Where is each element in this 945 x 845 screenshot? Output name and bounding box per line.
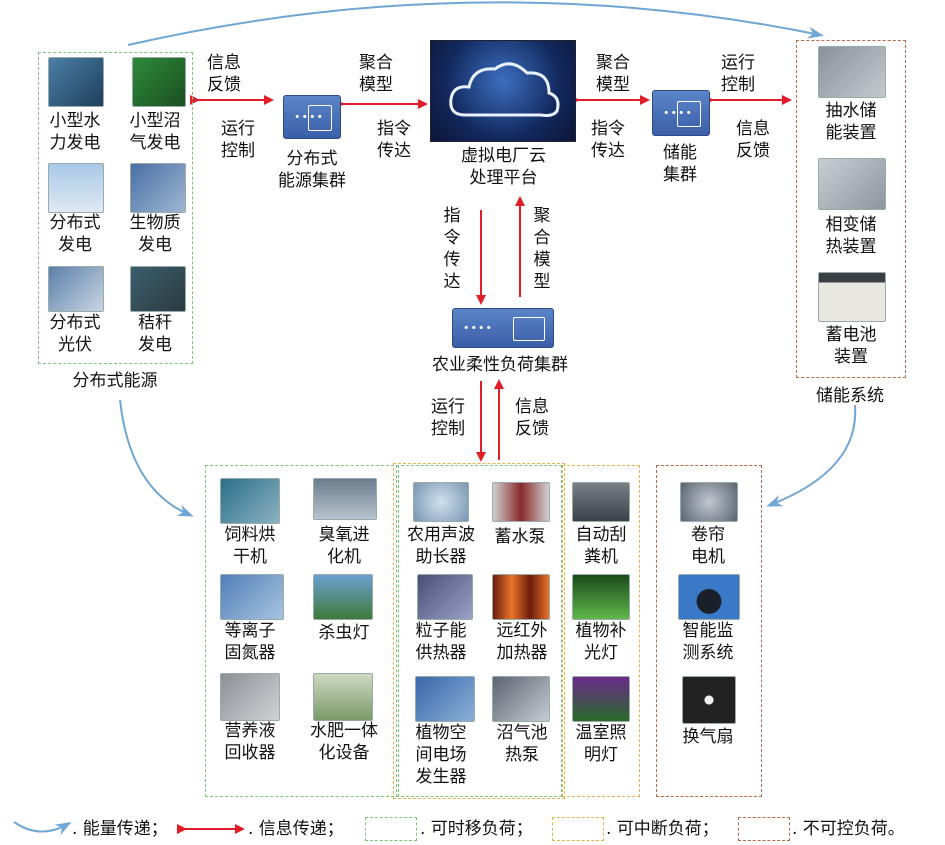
phase-change-image: [818, 158, 886, 210]
wind-image: [48, 163, 104, 213]
energy-curve-top: [127, 1, 824, 46]
greenhouse-light-image: [572, 676, 630, 722]
uncontrollable-box: [656, 465, 762, 797]
label-insect-lamp: 杀虫灯: [318, 623, 370, 643]
straw-image: [130, 266, 186, 312]
storage-cluster-device: ••••: [652, 90, 710, 136]
electric-field-image: [415, 676, 475, 722]
energy-curve-left: [119, 399, 194, 517]
label-hydro: 小型水力发电: [49, 111, 101, 153]
interruptible-box: [562, 465, 640, 797]
legend-interruptible-label: . 可中断负荷；: [606, 819, 719, 839]
storage-system-box: [796, 40, 906, 378]
label-mid-right-top: 聚合模型: [596, 53, 630, 95]
hydro-image: [48, 57, 104, 107]
cloud-icon: [449, 62, 560, 117]
roller-motor-image: [680, 482, 738, 522]
infrared-image: [492, 574, 550, 620]
label-plant-light: 植物补光灯: [575, 621, 627, 663]
label-right-bottom: 信息反馈: [736, 119, 770, 161]
label-ag-cluster: 农业柔性负荷集群: [432, 355, 568, 375]
label-biogas-heat-pump: 沼气池热泵: [496, 723, 548, 765]
fertigation-image: [313, 673, 373, 721]
sonic-image: [413, 482, 469, 522]
monitor-camera-image: [678, 574, 740, 620]
storage-system-caption: 储能系统: [816, 386, 884, 406]
label-lower-right: 信息反馈: [515, 397, 549, 439]
label-battery: 蓄电池装置: [825, 325, 877, 367]
water-pump-image: [492, 482, 550, 522]
label-down: 指令传达: [443, 206, 461, 292]
distributed-energy-caption: 分布式能源: [72, 371, 158, 391]
pv-image: [48, 266, 104, 312]
battery-image: [818, 272, 886, 322]
legend-shiftable-swatch: [365, 817, 417, 841]
label-storage-cluster: 储能集群: [663, 143, 697, 185]
particle-heater-image: [417, 574, 473, 620]
label-wind: 分布式发电: [49, 213, 101, 255]
feed-dryer-image: [220, 478, 280, 524]
label-biogas: 小型沼气发电: [129, 111, 181, 153]
label-cloud-platform: 虚拟电厂云处理平台: [461, 146, 546, 188]
label-phase-change: 相变储热装置: [825, 215, 877, 257]
label-left-top: 信息反馈: [207, 53, 241, 95]
insect-lamp-image: [313, 574, 373, 620]
label-water-pump: 蓄水泵: [494, 527, 546, 547]
legend-energy-icon: [13, 821, 72, 836]
label-particle-heater: 粒子能供热器: [415, 621, 467, 663]
label-mid-left-bottom: 指令传达: [377, 119, 411, 161]
ventilation-fan-image: [682, 676, 736, 724]
biogas-heat-pump-image: [492, 676, 550, 722]
label-lower-left: 运行控制: [431, 397, 465, 439]
label-biomass: 生物质发电: [129, 213, 181, 255]
label-plasma: 等离子固氮器: [224, 621, 276, 663]
label-electric-field: 植物空间电场发生器: [415, 723, 467, 787]
label-distributed-cluster: 分布式能源集群: [278, 149, 346, 191]
label-pumped-storage: 抽水储能装置: [825, 101, 877, 143]
label-nutrient: 营养液回收器: [224, 721, 276, 763]
biomass-image: [130, 163, 186, 213]
label-straw: 秸秆发电: [138, 313, 172, 355]
label-feed-dryer: 饲料烘干机: [224, 525, 276, 567]
label-ozone: 臭氧进化机: [318, 525, 370, 567]
legend-energy-label: . 能量传递；: [72, 819, 168, 839]
label-mid-left-top: 聚合模型: [359, 53, 393, 95]
legend-interruptible-swatch: [552, 817, 604, 841]
plant-light-image: [572, 574, 630, 620]
legend-info-label: . 信息传递；: [248, 819, 344, 839]
nutrient-image: [220, 673, 280, 721]
label-fertigation: 水肥一体化设备: [310, 721, 378, 763]
label-mid-right-bottom: 指令传达: [591, 119, 625, 161]
interruptible-box-mid: [393, 463, 565, 799]
label-right-top: 运行控制: [721, 53, 755, 95]
plasma-image: [220, 574, 284, 620]
label-monitor: 智能监测系统: [682, 621, 734, 663]
legend-uncontrollable-swatch: [738, 817, 790, 841]
cloud-platform-image: [430, 40, 576, 142]
biogas-generator-image: [132, 57, 186, 107]
label-greenhouse-light: 温室照明灯: [575, 723, 627, 765]
label-fan: 换气扇: [682, 727, 734, 747]
legend-shiftable-label: . 可时移负荷；: [420, 819, 533, 839]
label-sonic: 农用声波助长器: [407, 525, 475, 567]
pumped-storage-image: [818, 46, 886, 98]
ag-cluster-device: ••••: [452, 308, 554, 348]
energy-curve-right: [766, 404, 857, 507]
label-scraper: 自动刮粪机: [575, 525, 627, 567]
scraper-image: [572, 482, 630, 522]
label-up: 聚合模型: [533, 206, 551, 292]
legend-uncontrollable-label: . 不可控负荷。: [792, 819, 905, 839]
label-left-bottom: 运行控制: [221, 119, 255, 161]
distributed-energy-box: [38, 52, 193, 364]
shiftable-box-left: [205, 465, 399, 797]
ozone-image: [313, 478, 377, 520]
label-pv: 分布式光伏: [49, 313, 101, 355]
label-roller-motor: 卷帘电机: [691, 525, 725, 567]
shiftable-box-mid: [396, 465, 562, 797]
label-infrared: 远红外加热器: [496, 621, 548, 663]
distributed-cluster-device: ••••: [283, 95, 341, 139]
